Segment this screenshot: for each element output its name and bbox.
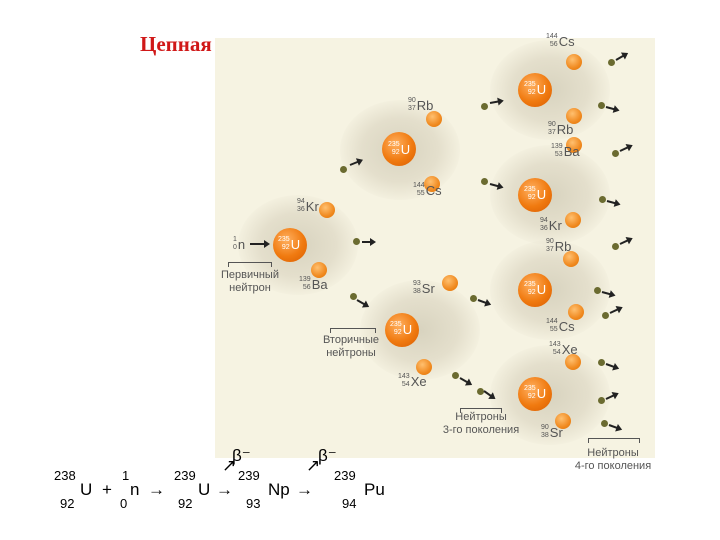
- neutron: [601, 420, 608, 427]
- fission-fragment: [424, 176, 440, 192]
- neutron: [598, 359, 605, 366]
- uranium-nucleus: [518, 273, 552, 307]
- fission-fragment: [416, 359, 432, 375]
- third-generation-brace: [460, 408, 502, 413]
- uranium-nucleus: [518, 178, 552, 212]
- neutron: [612, 150, 619, 157]
- neutron: [594, 287, 601, 294]
- neutron: [481, 103, 488, 110]
- fourth-generation-brace: [588, 438, 640, 443]
- fission-fragment: [565, 212, 581, 228]
- neutron-charge: 0: [120, 496, 128, 511]
- neutron-mass: 1: [122, 468, 130, 483]
- neutron: [608, 59, 615, 66]
- reaction-arrow: →: [148, 480, 165, 499]
- neutron: [481, 178, 488, 185]
- neutron: [340, 166, 347, 173]
- np-symbol: Np: [268, 480, 290, 499]
- u238-symbol: U: [80, 480, 93, 499]
- beta-minus-1: β⁻: [232, 446, 251, 465]
- fission-fragment: [426, 111, 442, 127]
- neutron: [598, 102, 605, 109]
- u238-mass: 238: [54, 468, 76, 483]
- neutron: [598, 397, 605, 404]
- fission-fragment: [566, 108, 582, 124]
- np-mass: 239: [238, 468, 260, 483]
- decay-arrow-2: →: [296, 480, 313, 499]
- neutron: [350, 293, 357, 300]
- neutron: [477, 388, 484, 395]
- fission-fragment: [555, 413, 571, 429]
- fission-fragment: [311, 262, 327, 278]
- u239-charge: 92: [178, 496, 193, 511]
- beta-minus-2: β⁻: [318, 446, 337, 465]
- np-charge: 93: [246, 496, 261, 511]
- decay-arrow-1: →: [216, 480, 233, 499]
- u239-symbol: U: [198, 480, 211, 499]
- beta-arrow-1: ↗: [222, 456, 237, 475]
- fission-fragment: [563, 251, 579, 267]
- uranium-nucleus: [382, 132, 416, 166]
- fission-fragment: [568, 304, 584, 320]
- fission-fragment: [319, 202, 335, 218]
- neutron: [612, 243, 619, 250]
- neutron: [452, 372, 459, 379]
- u239-mass: 239: [174, 468, 196, 483]
- u238-charge: 92: [60, 496, 75, 511]
- pu-mass: 239: [334, 468, 356, 483]
- pu-symbol: Pu: [364, 480, 385, 499]
- uranium-nucleus: [385, 313, 419, 347]
- neutron: [470, 295, 477, 302]
- uranium-nucleus: [273, 228, 307, 262]
- pu-charge: 94: [342, 496, 357, 511]
- neutron: [602, 312, 609, 319]
- fission-fragment: [566, 54, 582, 70]
- neutron: [599, 196, 606, 203]
- fission-fragment: [442, 275, 458, 291]
- uranium-nucleus: [518, 73, 552, 107]
- primary-neutron-brace: [228, 262, 272, 267]
- beta-arrow-2: ↗: [306, 456, 321, 475]
- plus-sign: +: [102, 480, 112, 499]
- uranium-nucleus: [518, 377, 552, 411]
- neutron: [353, 238, 360, 245]
- fission-fragment: [565, 354, 581, 370]
- primary-neutron-arrow: [250, 240, 270, 248]
- secondary-neutrons-brace: [330, 328, 376, 333]
- fission-fragment: [566, 137, 582, 153]
- uranium-to-plutonium-equation: 238 92 U + 1 0 n → 239 92 U → β⁻ ↗ 239 9…: [50, 446, 400, 520]
- neutron-arrow: [362, 238, 376, 246]
- neutron-symbol: n: [130, 480, 140, 499]
